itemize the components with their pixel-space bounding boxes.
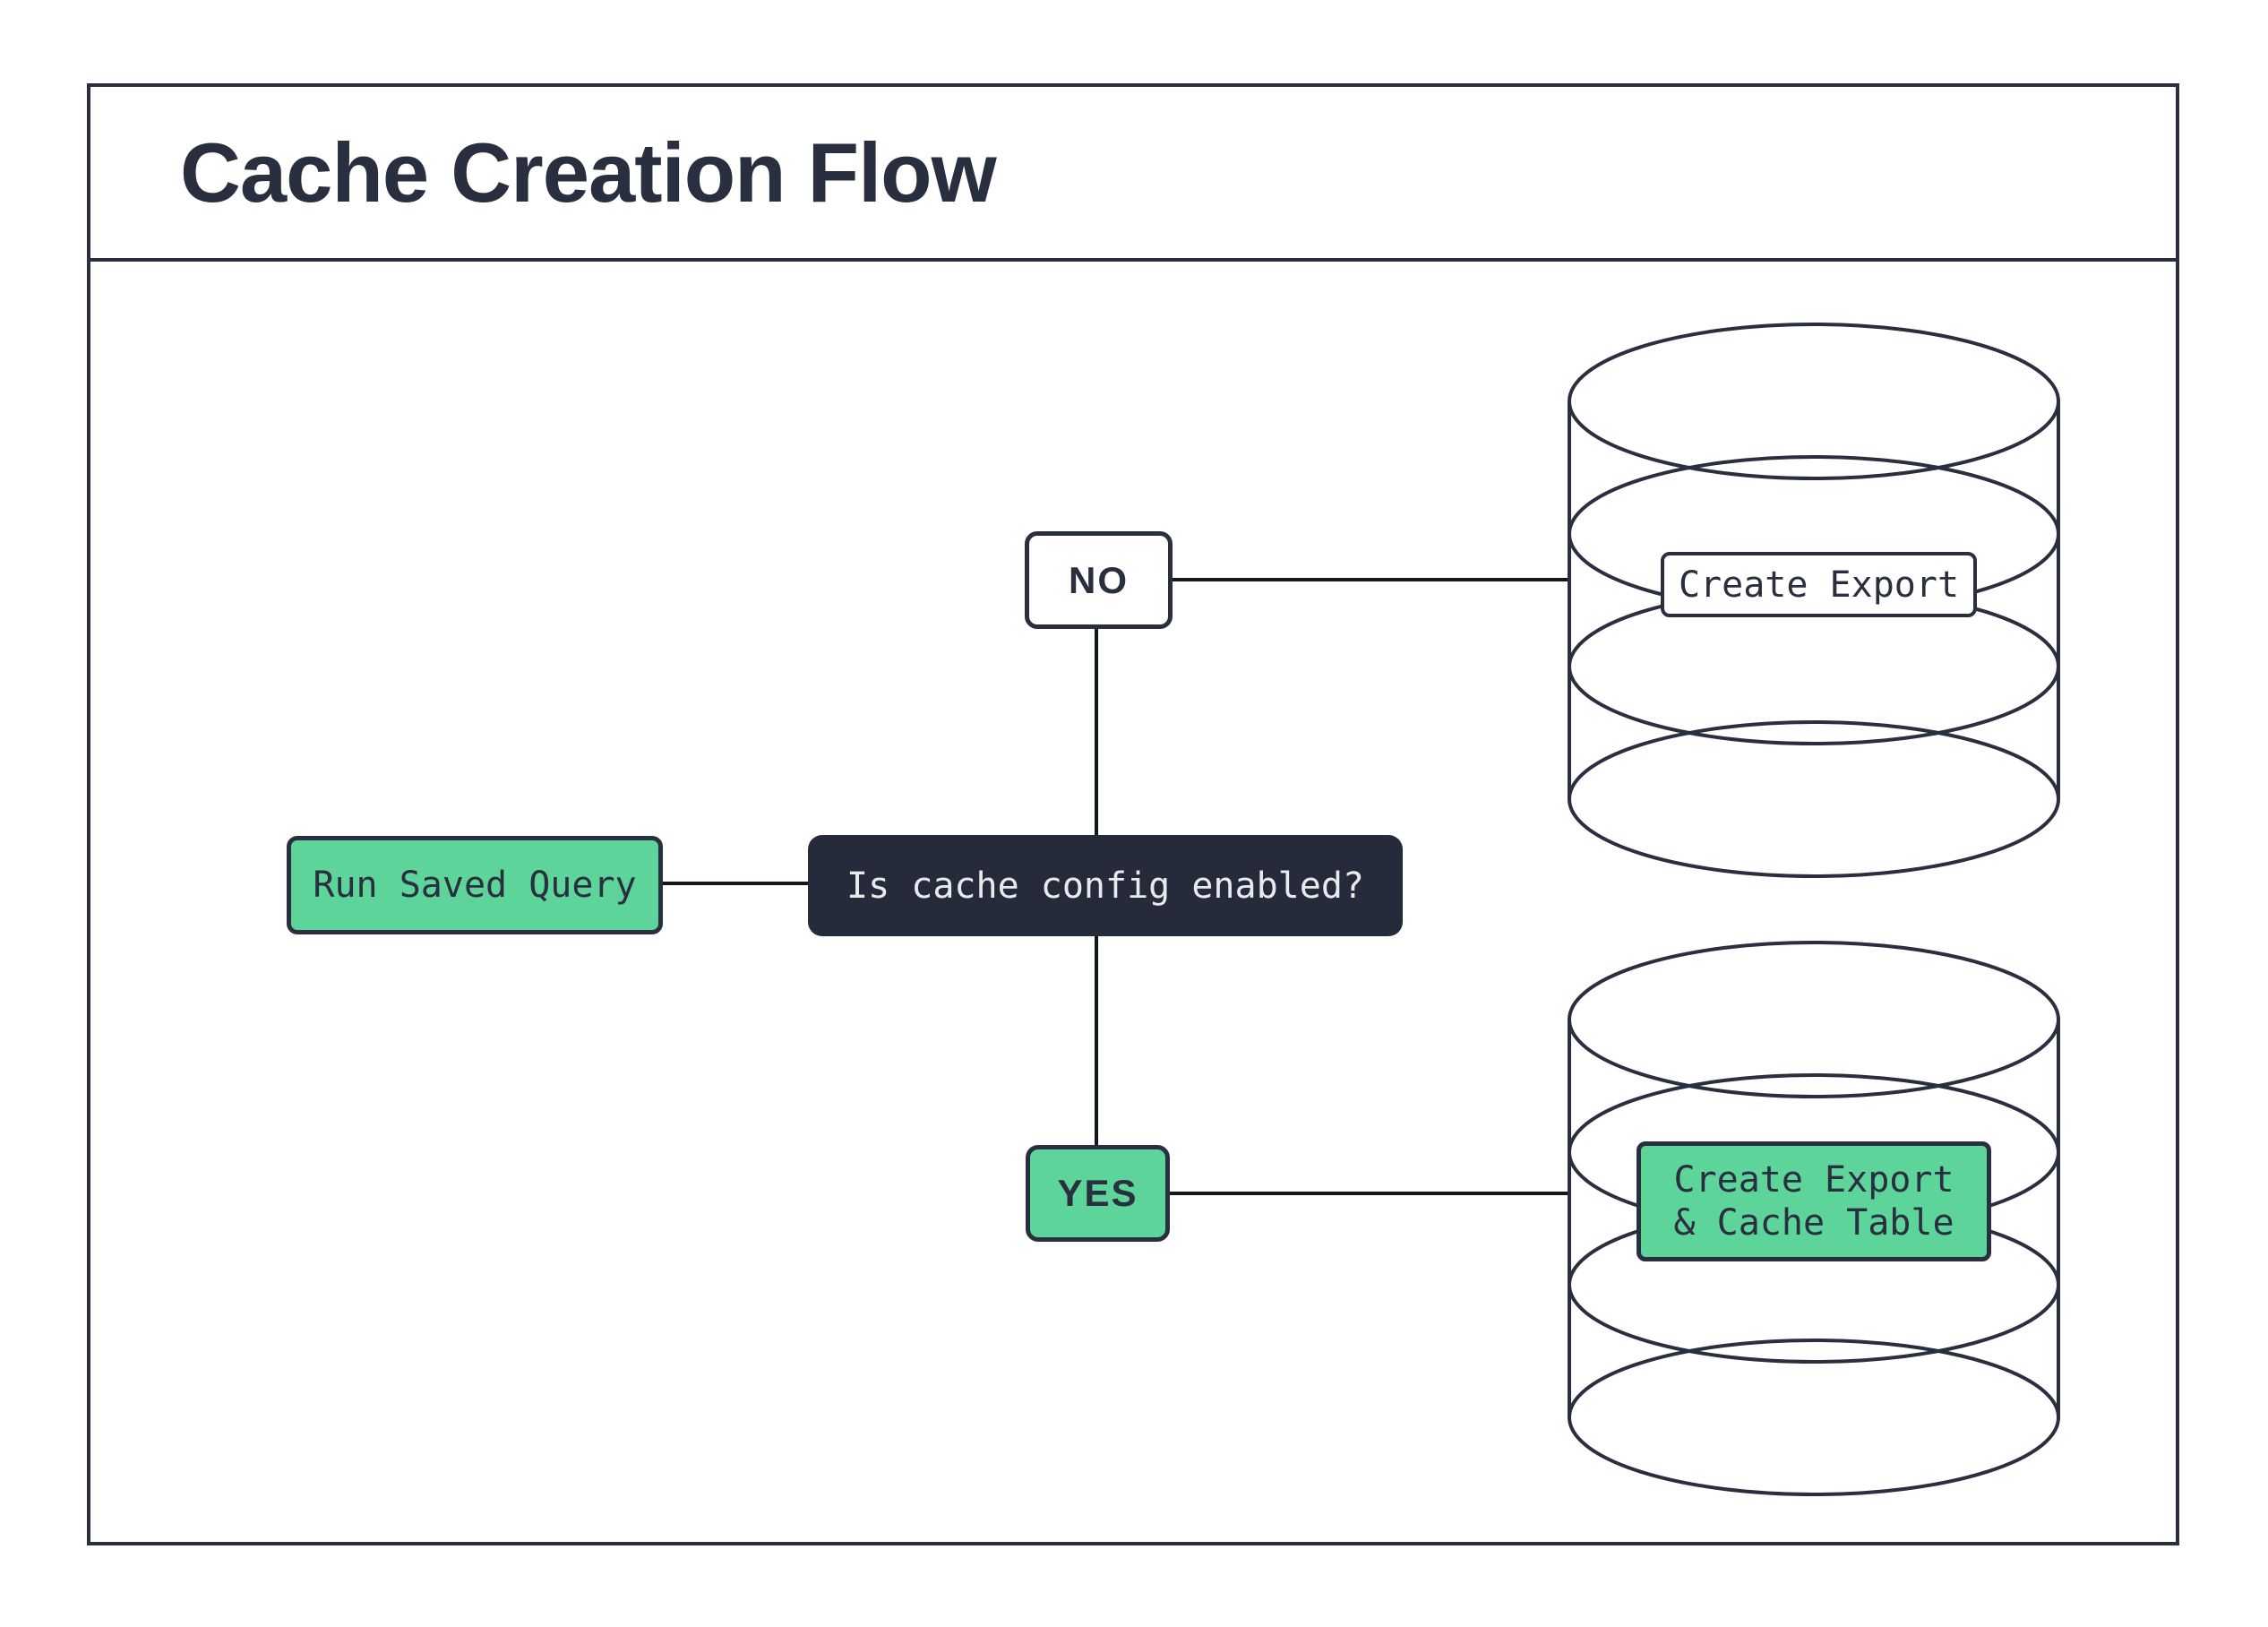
node-run-saved-query: Run Saved Query [287,836,663,934]
node-yes-label: YES [1057,1172,1138,1214]
node-no-label: NO [1069,558,1129,601]
label-create-export-cache-line1: Create Export [1673,1159,1954,1201]
diagram-header: Cache Creation Flow [90,87,2176,262]
edge-decision-to-yes [1095,936,1098,1145]
node-no-branch: NO [1025,531,1173,629]
label-create-export-cache-line2: & Cache Table [1673,1202,1954,1244]
edge-decision-to-no [1095,629,1098,835]
database-icon [1566,939,2062,1502]
node-decision-cache-config: Is cache config enabled? [808,835,1403,936]
node-yes-branch: YES [1026,1145,1170,1242]
label-create-export-text: Create Export [1678,564,1960,606]
node-decision-label: Is cache config enabled? [846,865,1364,907]
label-create-export: Create Export [1661,552,1977,617]
label-create-export-cache-table: Create Export & Cache Table [1637,1141,1991,1261]
page-title: Cache Creation Flow [180,125,997,220]
database-cylinder-graphic [1568,941,2060,1496]
diagram-frame: Cache Creation Flow [87,83,2179,1545]
edge-yes-to-database [1170,1192,1568,1195]
edge-start-to-decision [663,882,808,885]
edge-no-to-database [1173,578,1568,581]
node-run-saved-query-label: Run Saved Query [313,865,637,906]
